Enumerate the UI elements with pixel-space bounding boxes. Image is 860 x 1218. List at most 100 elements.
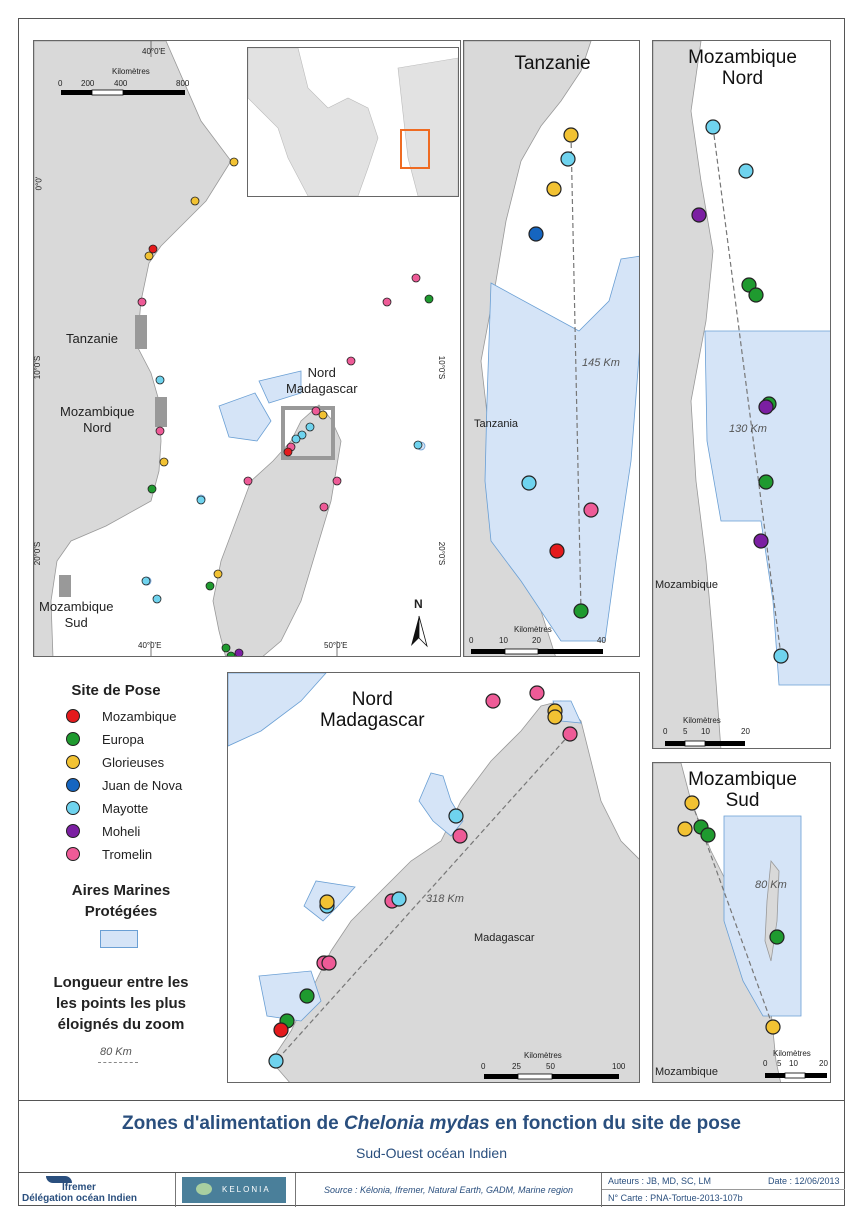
- legend-length-title-3: éloignés du zoom: [57, 1016, 185, 1033]
- moz-sud-title: Mozambique Sud: [653, 769, 830, 811]
- main-map-point-glorieuses: [229, 157, 239, 167]
- nord-mad-panel: Nord Madagascar Madagascar 318 Km Kilomè…: [227, 672, 640, 1083]
- moz-sud-scale-title: Kilomètres: [773, 1049, 811, 1058]
- main-map-point-europa: [226, 651, 236, 656]
- tanzanie-scale-tick-10: 10: [499, 636, 508, 645]
- legend-label-tromelin: Tromelin: [102, 846, 153, 862]
- main-map-point-mayotte: [297, 430, 307, 440]
- main-map-point-europa: [221, 643, 231, 653]
- inset-locator-map: [247, 47, 459, 197]
- main-map-point-glorieuses: [159, 457, 169, 467]
- legend-length-sample: 80 Km: [100, 1046, 132, 1058]
- label-tanzanie: Tanzanie: [66, 331, 119, 346]
- zoom-box-moz-sud: [59, 575, 71, 597]
- main-title: Zones d'alimentation de Chelonia mydas e…: [18, 1113, 845, 1135]
- label-nord-mad-1: Nord: [307, 365, 336, 380]
- tanzanie-panel: Tanzanie Tanzania 145 Km Kilomètres 0 10…: [463, 40, 640, 657]
- legend-label-mozambique: Mozambique: [102, 708, 177, 724]
- main-map-point-mayotte: [291, 434, 301, 444]
- lat-label-right-10: 10°0'S: [437, 355, 447, 380]
- lat-label-20: 20°0'S: [33, 541, 43, 566]
- label-moz-sud-1: Mozambique: [39, 599, 114, 614]
- moz-sud-point-glorieuses: [677, 821, 693, 837]
- moz-sud-title-2: Sud: [725, 790, 760, 811]
- legend-item-glorieuses: Glorieuses: [36, 752, 164, 772]
- moz-sud-points: [677, 795, 785, 1035]
- main-map-point-glorieuses: [213, 569, 223, 579]
- legend-swatch-moheli: [66, 824, 80, 838]
- main-map-point-mayotte: [196, 495, 206, 505]
- moz-nord-title-1: Mozambique: [688, 47, 797, 68]
- label-nord-mad: Nord Madagascar: [286, 365, 358, 397]
- main-scale-bar: [61, 89, 185, 96]
- main-map-point-tromelin: [311, 406, 321, 416]
- nord-mad-title-1: Nord: [351, 689, 393, 710]
- ifremer-logo-icon: [46, 1176, 72, 1183]
- card-number-text: N° Carte : PNA-Tortue-2013-107b: [608, 1193, 743, 1203]
- legend-item-moheli: Moheli: [36, 821, 140, 841]
- lon-label-top: 40°0'E: [142, 47, 166, 56]
- kelonia-name: KELONIA: [222, 1185, 271, 1194]
- nord-mad-scale-tick-50: 50: [546, 1062, 555, 1071]
- main-map-point-tromelin: [137, 297, 147, 307]
- main-scale-title: Kilomètres: [112, 67, 150, 76]
- tanzanie-distance-label: 145 Km: [582, 357, 620, 369]
- north-label: N: [414, 597, 423, 611]
- main-scale-tick-0: 0: [58, 79, 63, 88]
- label-moz-sud: Mozambique Sud: [39, 599, 113, 631]
- moz-sud-country-label: Mozambique: [655, 1066, 718, 1078]
- zoom-box-moz-nord: [155, 397, 167, 427]
- moz-nord-scale-title: Kilomètres: [683, 716, 721, 725]
- lat-label-10: 10°0'S: [33, 355, 43, 380]
- tanzanie-point-mozambique: [549, 543, 565, 559]
- moz-nord-title-2: Nord: [721, 68, 764, 89]
- moz-sud-point-europa: [700, 827, 716, 843]
- main-map-point-glorieuses: [190, 196, 200, 206]
- main-map-point-mayotte: [155, 375, 165, 385]
- nord-mad-scale-title: Kilomètres: [524, 1051, 562, 1060]
- legend-mpa-title-2: Protégées: [84, 903, 158, 920]
- legend-length-title: Longueur entre les les points les plus é…: [36, 972, 206, 1035]
- moz-nord-panel: Mozambique Nord Mozambique 130 Km Kilomè…: [652, 40, 831, 749]
- tanzanie-scale-tick-40: 40: [597, 636, 606, 645]
- moz-sud-point-europa: [769, 929, 785, 945]
- ifremer-name: Ifremer: [62, 1182, 96, 1193]
- moz-sud-point-glorieuses: [684, 795, 700, 811]
- main-map-point-mayotte: [413, 440, 423, 450]
- moz-nord-point-europa: [748, 287, 764, 303]
- main-map-point-tromelin: [411, 273, 421, 283]
- moz-sud-scale-tick-0: 0: [763, 1059, 768, 1068]
- legend-length-title-2: les points les plus: [55, 995, 187, 1012]
- nord-mad-point-mayotte: [391, 891, 407, 907]
- tanzanie-map-svg: [464, 41, 639, 656]
- nord-mad-point-europa: [299, 988, 315, 1004]
- moz-nord-point-mayotte: [705, 119, 721, 135]
- tanzanie-scale-bar: [471, 648, 603, 655]
- main-map-point-tromelin: [155, 426, 165, 436]
- moz-sud-scale-tick-5: 5: [777, 1059, 782, 1068]
- main-map-point-mayotte: [305, 422, 315, 432]
- source-text: Source : Kélonia, Ifremer, Natural Earth…: [323, 1185, 574, 1195]
- nord-mad-points: [268, 685, 578, 1069]
- legend-swatch-juan-de-nova: [66, 778, 80, 792]
- moz-nord-distance-line: [712, 126, 782, 657]
- legend-swatch-tromelin: [66, 847, 80, 861]
- moz-sud-panel: Mozambique Sud Mozambique 80 Km Kilomètr…: [652, 762, 831, 1083]
- legend-mpa-title: Aires Marines Protégées: [36, 880, 206, 922]
- kelonia-logo: KELONIA: [182, 1177, 286, 1203]
- legend-mpa-swatch: [100, 930, 138, 948]
- nord-mad-distance-label: 318 Km: [426, 893, 464, 905]
- footer: Ifremer Délégation océan Indien KELONIA …: [18, 1172, 845, 1207]
- moz-nord-scale-tick-10: 10: [701, 727, 710, 736]
- tanzanie-point-glorieuses: [546, 181, 562, 197]
- legend-length-title-1: Longueur entre les: [53, 974, 189, 991]
- main-map-point-mayotte: [141, 576, 151, 586]
- moz-sud-distance-label: 80 Km: [755, 879, 787, 891]
- legend-mpa-title-1: Aires Marines: [71, 882, 171, 899]
- main-map-point-mayotte: [152, 594, 162, 604]
- main-map-point-tromelin: [319, 502, 329, 512]
- lat-label-0: 0°0': [34, 176, 44, 191]
- ifremer-delegation: Délégation océan Indien: [22, 1193, 138, 1204]
- nord-mad-title-2: Madagascar: [320, 710, 425, 731]
